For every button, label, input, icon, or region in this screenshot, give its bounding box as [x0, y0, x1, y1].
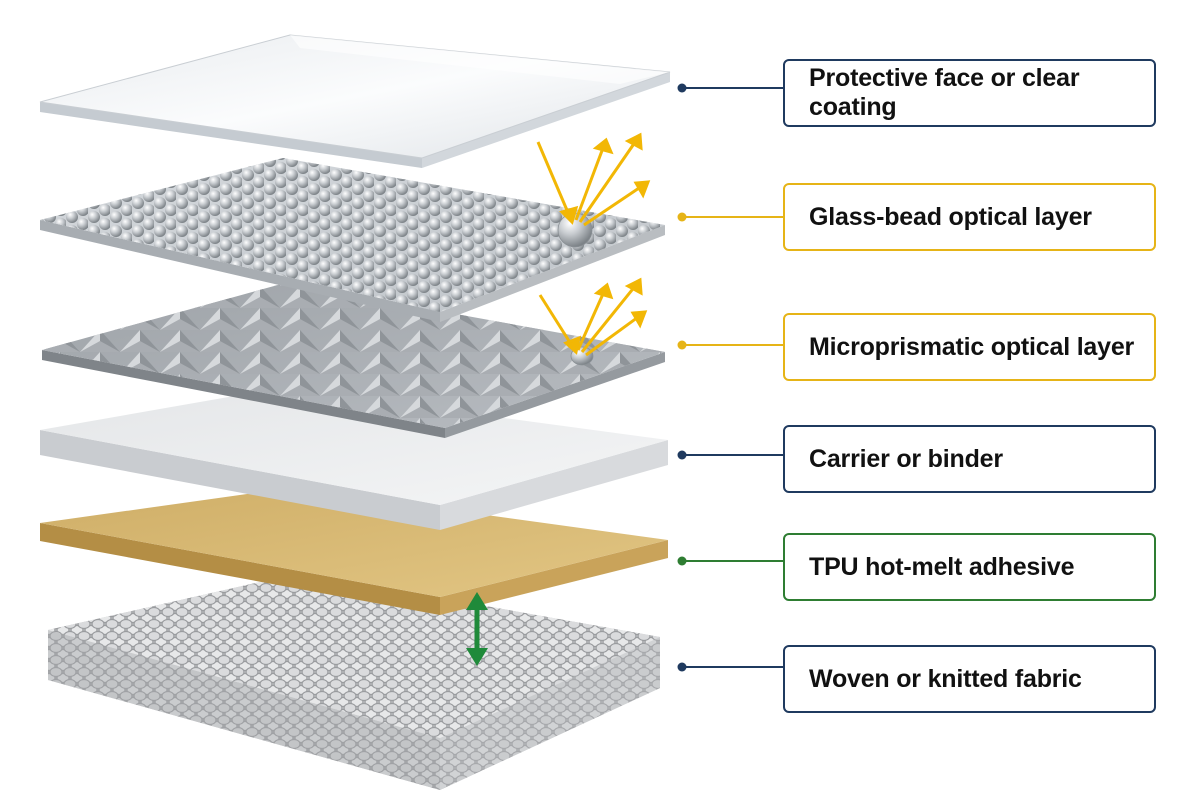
prism-reflection-rays	[538, 277, 648, 357]
tpu-adhesive-layer	[40, 488, 668, 615]
carrier-layer	[40, 388, 668, 530]
leader-dot-4	[677, 450, 687, 460]
label-woven-fabric: Woven or knitted fabric	[783, 645, 1156, 713]
leader-lines	[677, 83, 783, 672]
label-microprismatic: Microprismatic optical layer	[783, 313, 1156, 381]
protective-coating-layer	[39, 34, 671, 168]
label-carrier-binder: Carrier or binder	[783, 425, 1156, 493]
leader-dot-3	[677, 340, 687, 350]
glass-bead-layer	[40, 158, 665, 322]
leader-dot-5	[677, 556, 687, 566]
leader-dot-2	[677, 212, 687, 222]
bead-reflection-rays	[536, 132, 651, 227]
leader-dot-1	[677, 83, 687, 93]
label-protective-coating: Protective face or clear coating	[783, 59, 1156, 127]
label-glass-bead: Glass-bead optical layer	[783, 183, 1156, 251]
leader-dot-6	[677, 662, 687, 672]
bond-double-arrow	[466, 592, 488, 666]
label-tpu-adhesive: TPU hot-melt adhesive	[783, 533, 1156, 601]
